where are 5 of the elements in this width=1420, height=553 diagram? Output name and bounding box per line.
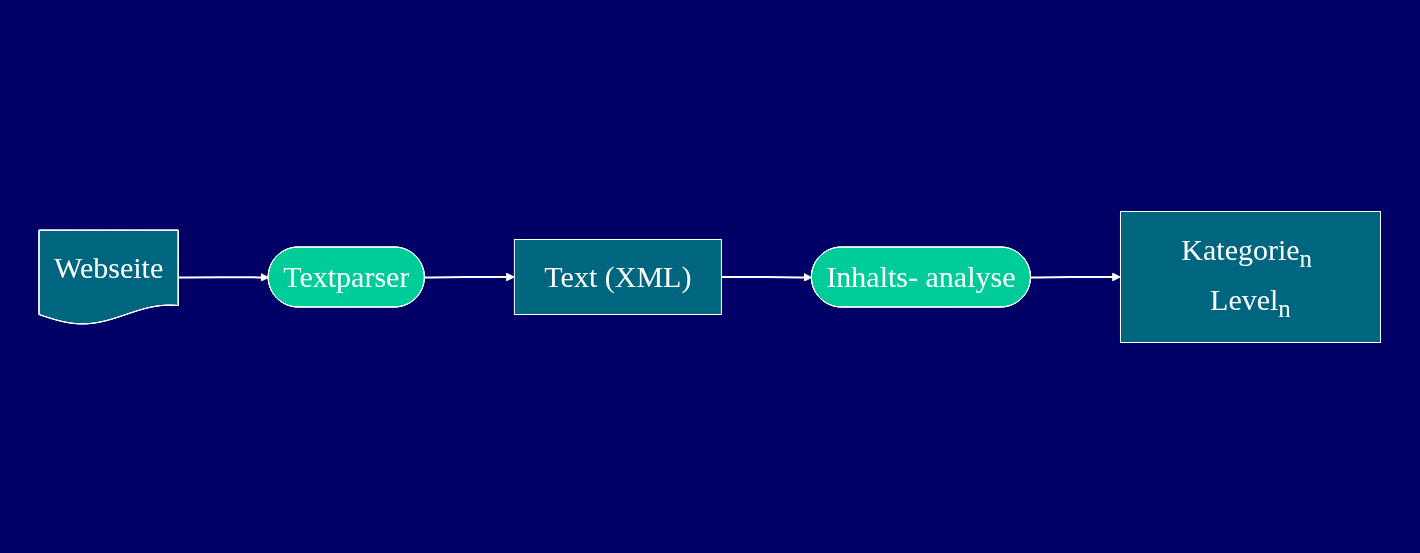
node-box: Text (XML) [514,238,723,315]
arrow [178,272,270,282]
arrow [1030,272,1122,281]
arrow [720,272,813,282]
node-box: Kategorie$_{n}$ Level$_{n}$ [1120,210,1382,343]
